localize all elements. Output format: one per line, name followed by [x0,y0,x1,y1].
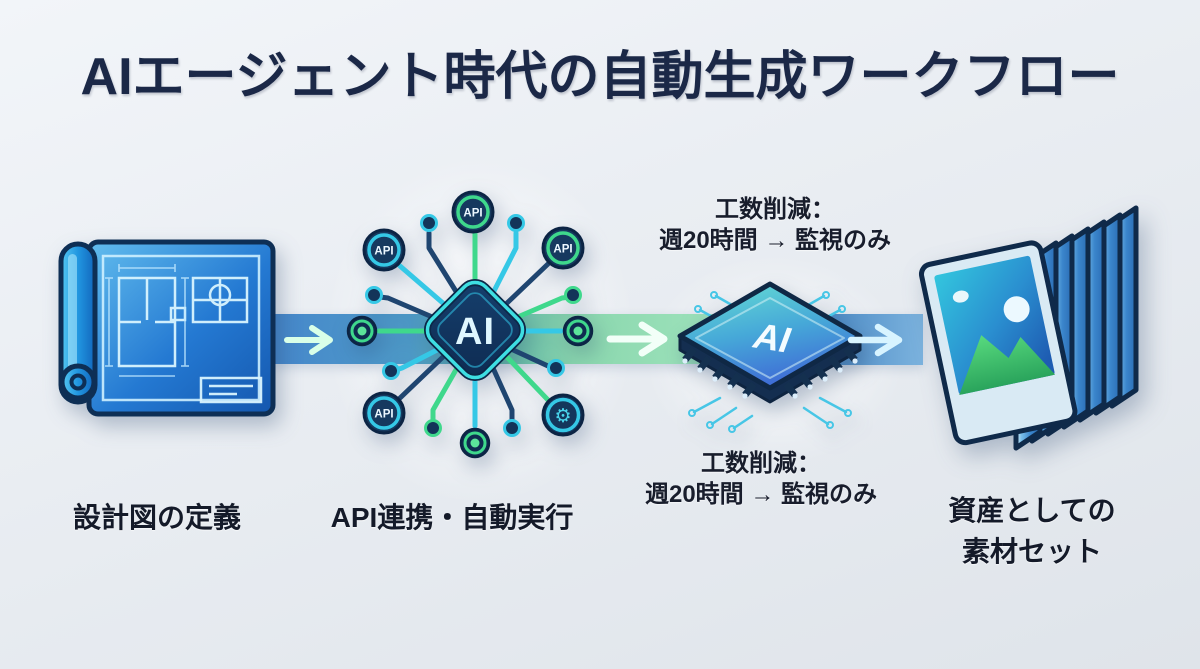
gear-icon: ⚙ [554,406,571,427]
api-node-upper-right: API [541,226,585,270]
api-node-upper-left: API [362,228,406,272]
annotation-above-chip: 工数削減： 週20時間 → 監視のみ [615,194,935,256]
gear-node: ⚙ [541,393,585,437]
chip-ai-label: AI [750,314,794,360]
api-node-lower-left: API [362,391,406,435]
ring-node-bottom [459,427,491,459]
page-title: AIエージェント時代の自動生成ワークフロー [80,48,1120,106]
svg-text:API: API [553,244,572,256]
annotation-line: 工数削減： [701,450,821,477]
arrow-right-icon-3 [847,323,903,357]
ring-node-right [562,315,594,347]
annotation-line: 週20時間 → 監視のみ [658,227,892,254]
api-hub-icon: AI API API API API ⚙ [346,190,594,459]
stage-label-blueprint: 設計図の定義 [72,502,241,533]
asset-stack-icon [918,205,1139,451]
front-picture-frame [918,240,1078,446]
annotation-line: 週20時間 → 監視のみ [644,481,878,508]
svg-text:API: API [374,409,393,421]
stage-label-api-hub: API連携・自動実行 [330,502,574,533]
annotation-line: 工数削減： [715,196,835,223]
annotation-below-chip: 工数削減： 週20時間 → 監視のみ [601,448,921,510]
stage-label-line: 素材セット [961,536,1102,567]
hub-small-nodes [365,214,582,437]
stage-label-line: 資産としての [948,495,1116,526]
svg-text:API: API [463,208,482,220]
ai-chip-icon: AI [677,281,863,433]
api-node-top: API [451,190,495,234]
arrow-right-icon-2 [606,321,668,357]
hub-ai-label: AI [455,311,495,353]
stage-label-asset-stack: 資産としての 素材セット [912,490,1152,572]
blueprint-icon [58,239,276,417]
ring-node-left [346,315,378,347]
arrow-right-icon-1 [284,325,333,355]
svg-text:API: API [374,246,393,258]
